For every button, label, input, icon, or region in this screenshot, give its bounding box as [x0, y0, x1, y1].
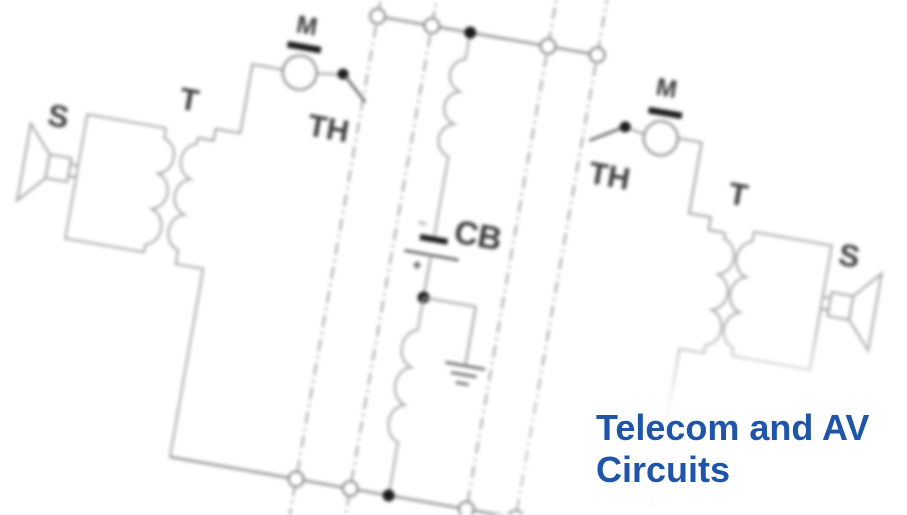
bottom-terminal-4 — [507, 509, 525, 515]
left-hook-label: TH — [305, 108, 352, 150]
central-battery-label: CB — [452, 213, 505, 258]
left-speaker-driver-symbol — [44, 153, 73, 184]
left-transformer-label: T — [177, 81, 202, 119]
right-hook-switch-blade — [589, 127, 623, 142]
bottom-terminal-3 — [457, 500, 475, 515]
left-station — [15, 41, 366, 458]
left-speaker-label: S — [45, 97, 71, 135]
left-microphone-symbol — [281, 54, 318, 91]
top-terminal-4 — [588, 46, 606, 64]
top-terminal-3 — [539, 37, 557, 55]
exchange-section — [169, 7, 606, 515]
caption-line-1: Telecom and AV — [596, 407, 870, 448]
battery-plus-mark: + — [411, 257, 423, 275]
battery-lower-stem — [422, 254, 432, 298]
left-microphone-label: M — [294, 11, 319, 42]
ground-symbol — [445, 361, 486, 386]
top-bus-wire — [370, 13, 598, 57]
left-receiver-loop — [64, 113, 167, 254]
bottom-bus-wire — [169, 455, 556, 515]
left-hook-switch-blade — [344, 75, 366, 103]
bottom-terminal-1 — [287, 470, 305, 488]
boundary-line-3 — [448, 0, 569, 515]
top-terminal-1 — [369, 7, 387, 25]
bottom-terminal-2 — [341, 480, 359, 498]
left-microphone-cap — [287, 41, 322, 54]
right-hook-to-mic-wire — [629, 127, 646, 136]
bottom-tap-dot — [382, 489, 395, 502]
upper-retard-coil — [433, 32, 472, 237]
right-speaker-cone-symbol — [848, 271, 884, 354]
right-speaker-label: S — [836, 237, 862, 275]
right-microphone-symbol — [642, 120, 679, 157]
right-transformer-winding-2 — [722, 231, 755, 357]
lower-retard-coil — [387, 297, 425, 496]
battery-minus-mark — [418, 221, 427, 225]
caption-line-2: Circuits — [596, 449, 731, 490]
right-microphone-cap — [648, 106, 683, 119]
right-microphone-label: M — [654, 73, 679, 104]
right-hook-pivot-dot — [619, 121, 631, 133]
top-tap-dot — [464, 26, 477, 39]
caption: Telecom and AV Circuits — [596, 407, 869, 491]
right-hook-label: TH — [586, 155, 633, 197]
left-mic-to-transformer-wire — [197, 63, 284, 142]
right-receiver-loop — [731, 230, 833, 371]
top-terminal-2 — [423, 17, 441, 35]
right-transformer-label: T — [726, 176, 751, 214]
left-transformer-winding-1 — [143, 128, 175, 253]
right-mic-to-transformer-wire — [677, 137, 725, 234]
left-mic-to-hook-wire — [316, 72, 340, 76]
left-transformer-winding-2 — [167, 137, 205, 458]
